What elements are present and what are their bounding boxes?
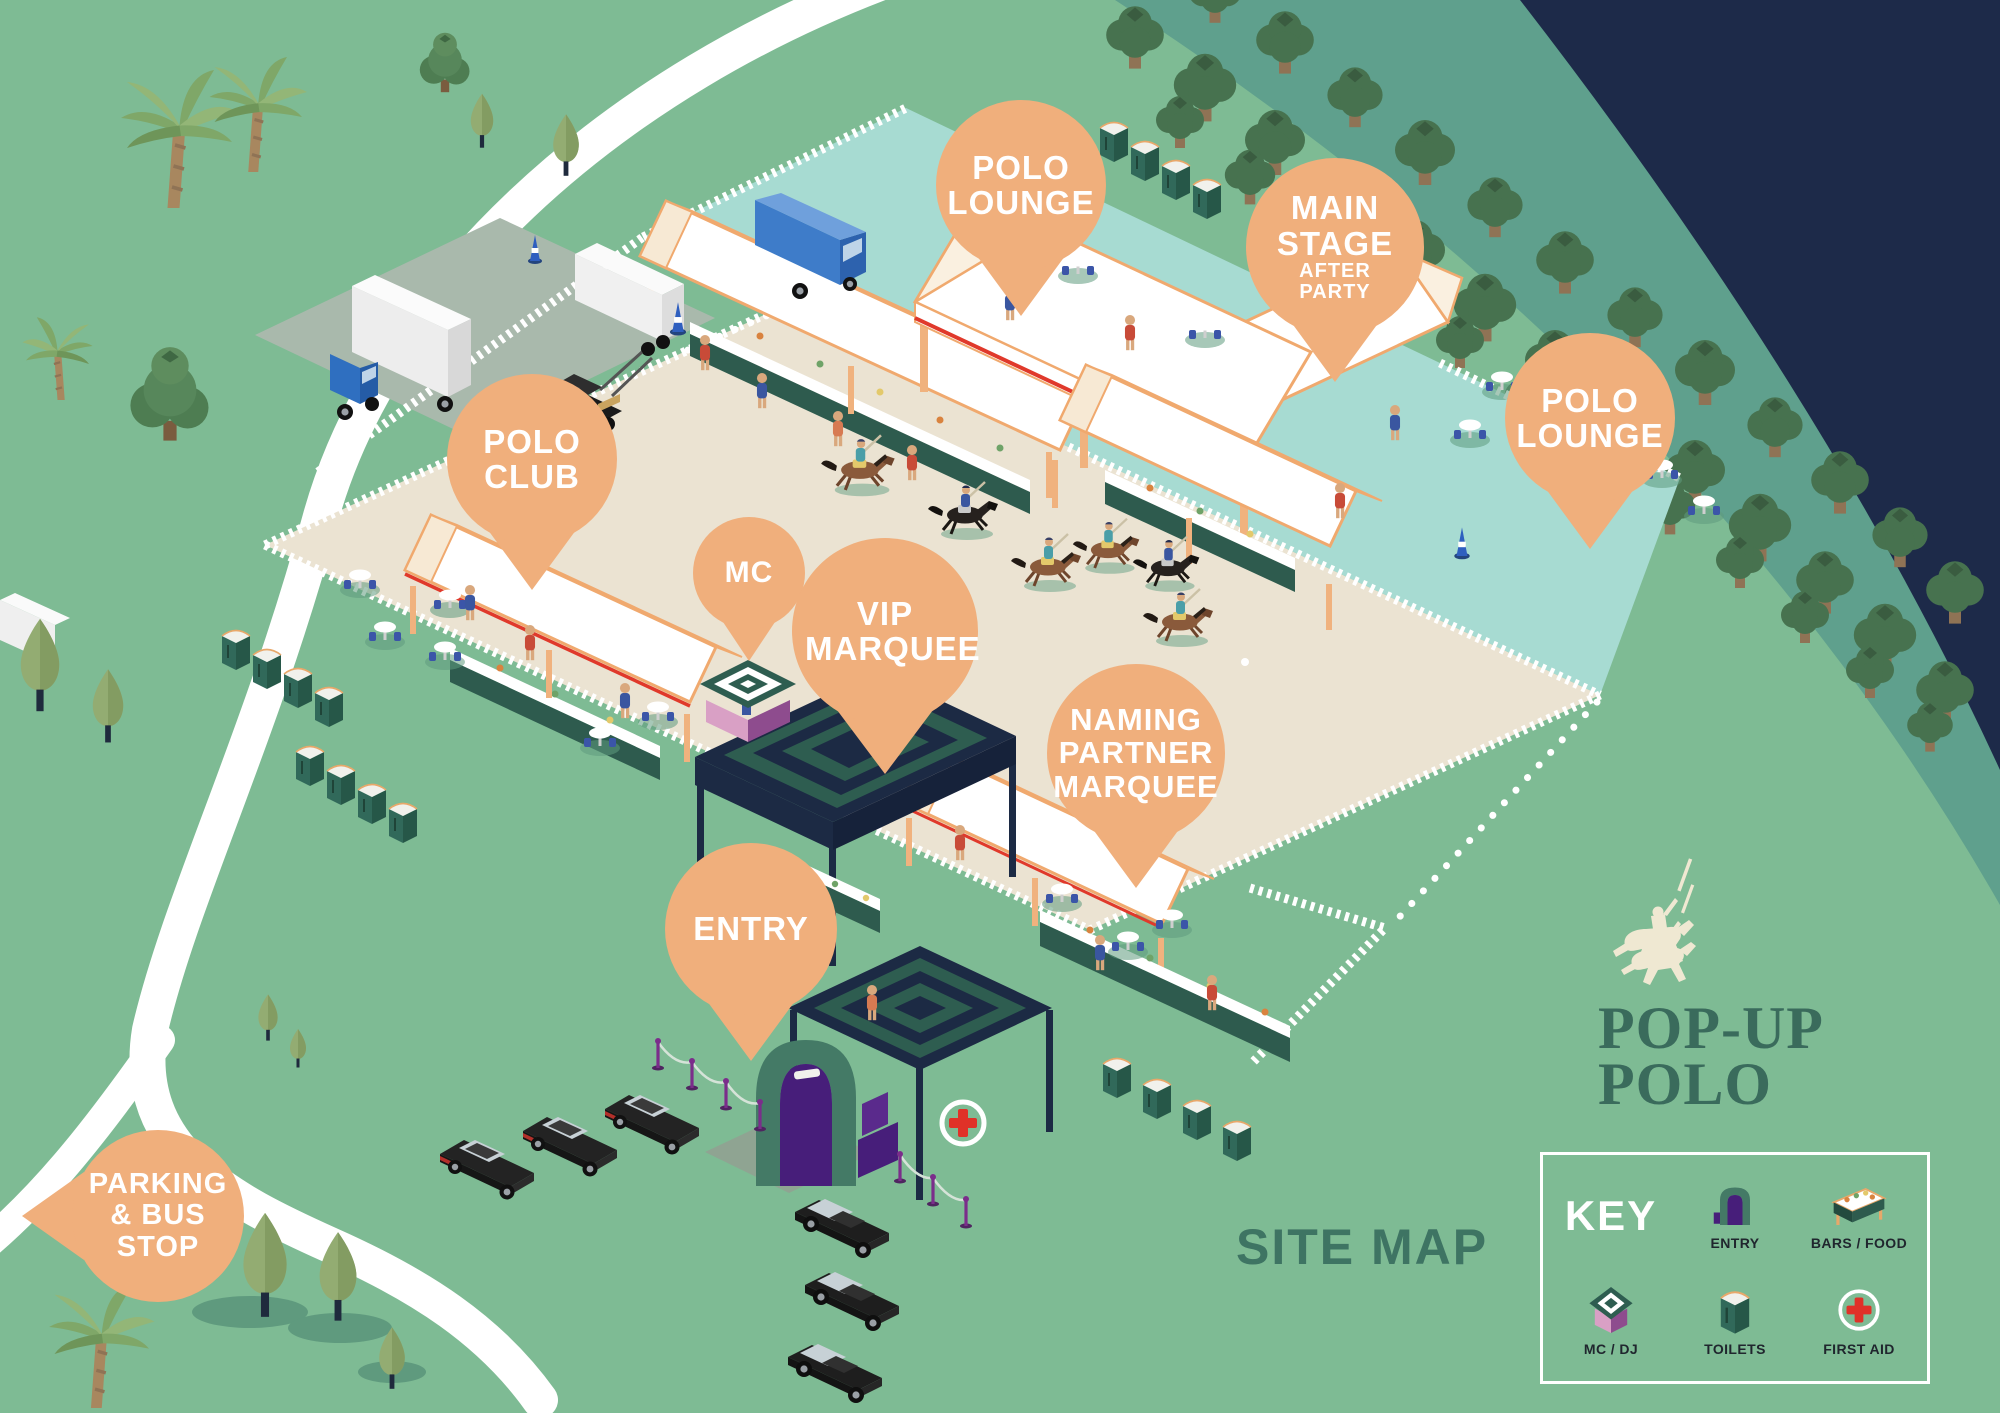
site-map-title: SITE MAP (1236, 1219, 1489, 1275)
polo-player-icon (1613, 858, 1694, 967)
key-item-bars-food: BARS / FOOD (1811, 1180, 1907, 1251)
pin-parking-bus-stop: PARKING & BUS STOP (22, 1130, 244, 1302)
pin-polo-club: POLO CLUB (447, 374, 617, 590)
pin-naming-partner-marquee: NAMING PARTNER MARQUEE (1047, 664, 1225, 888)
parked-suvs (788, 1199, 899, 1403)
roads (0, 0, 886, 1413)
pin-label: POLO CLUB (483, 422, 581, 495)
key-item-mc-dj: MC / DJ (1584, 1284, 1638, 1357)
event-logo: POP-UP POLO (1598, 880, 1918, 1117)
pin-polo-lounge-east: POLO LOUNGE (1505, 333, 1675, 549)
toilet-icon (1720, 1291, 1750, 1334)
stanchion-ropes (652, 1038, 972, 1229)
pin-label: ENTRY (693, 910, 809, 948)
key-item-label: ENTRY (1710, 1235, 1760, 1251)
polo-lounge-east-tent (1046, 363, 1383, 630)
trees (20, 32, 579, 1410)
key-item-label: BARS / FOOD (1810, 1235, 1908, 1251)
dj-booth-icon (1589, 1287, 1633, 1333)
logo-line1: POP-UP (1598, 995, 1824, 1061)
entry-arch-icon (1713, 1187, 1750, 1225)
parked-sedans (440, 1095, 699, 1200)
key-heading: KEY (1564, 1191, 1658, 1239)
key-item-label: TOILETS (1704, 1341, 1766, 1357)
key-item-label: FIRST AID (1823, 1341, 1895, 1357)
polo-player-logo-icon (1621, 884, 1696, 985)
pin-entry: ENTRY (665, 843, 837, 1061)
first-aid-icon (1838, 1289, 1880, 1331)
pin-label: MC (724, 555, 774, 589)
key-item-first-aid: FIRST AID (1823, 1284, 1895, 1357)
pin-sublabel: AFTER PARTY (1299, 259, 1371, 304)
logo-line2: POLO (1598, 1050, 1773, 1117)
blue-van (755, 193, 866, 299)
pin-vip-marquee: VIP MARQUEE (792, 538, 981, 774)
pin-main-stage: MAIN STAGE AFTER PARTY (1246, 158, 1424, 382)
key-item-entry: ENTRY (1708, 1180, 1762, 1251)
pin-label: VIP MARQUEE (805, 594, 981, 667)
shoreline (1115, 0, 2000, 905)
pin-label: PARKING & BUS STOP (88, 1168, 228, 1263)
first-aid-marker (939, 1099, 987, 1147)
key-item-label: MC / DJ (1583, 1341, 1639, 1357)
key-item-toilets: TOILETS (1704, 1284, 1766, 1357)
key-legend: KEY ENTRY BARS / FOOD MC / DJ (1540, 1152, 1930, 1384)
polo-players (819, 433, 1249, 666)
box-truck (330, 275, 471, 420)
pin-label: MAIN STAGE (1276, 189, 1394, 262)
entry-structure (705, 946, 1053, 1200)
pin-label: POLO LOUNGE (1516, 381, 1664, 454)
service-vehicles (0, 193, 899, 1403)
mc-dj-booth (700, 660, 796, 742)
bar-table-icon (1831, 1187, 1887, 1225)
pin-polo-lounge-north: POLO LOUNGE (936, 100, 1106, 316)
pin-mc: MC (693, 517, 805, 661)
pin-label: POLO LOUNGE (947, 148, 1095, 221)
pin-label: NAMING PARTNER MARQUEE (1053, 702, 1219, 804)
